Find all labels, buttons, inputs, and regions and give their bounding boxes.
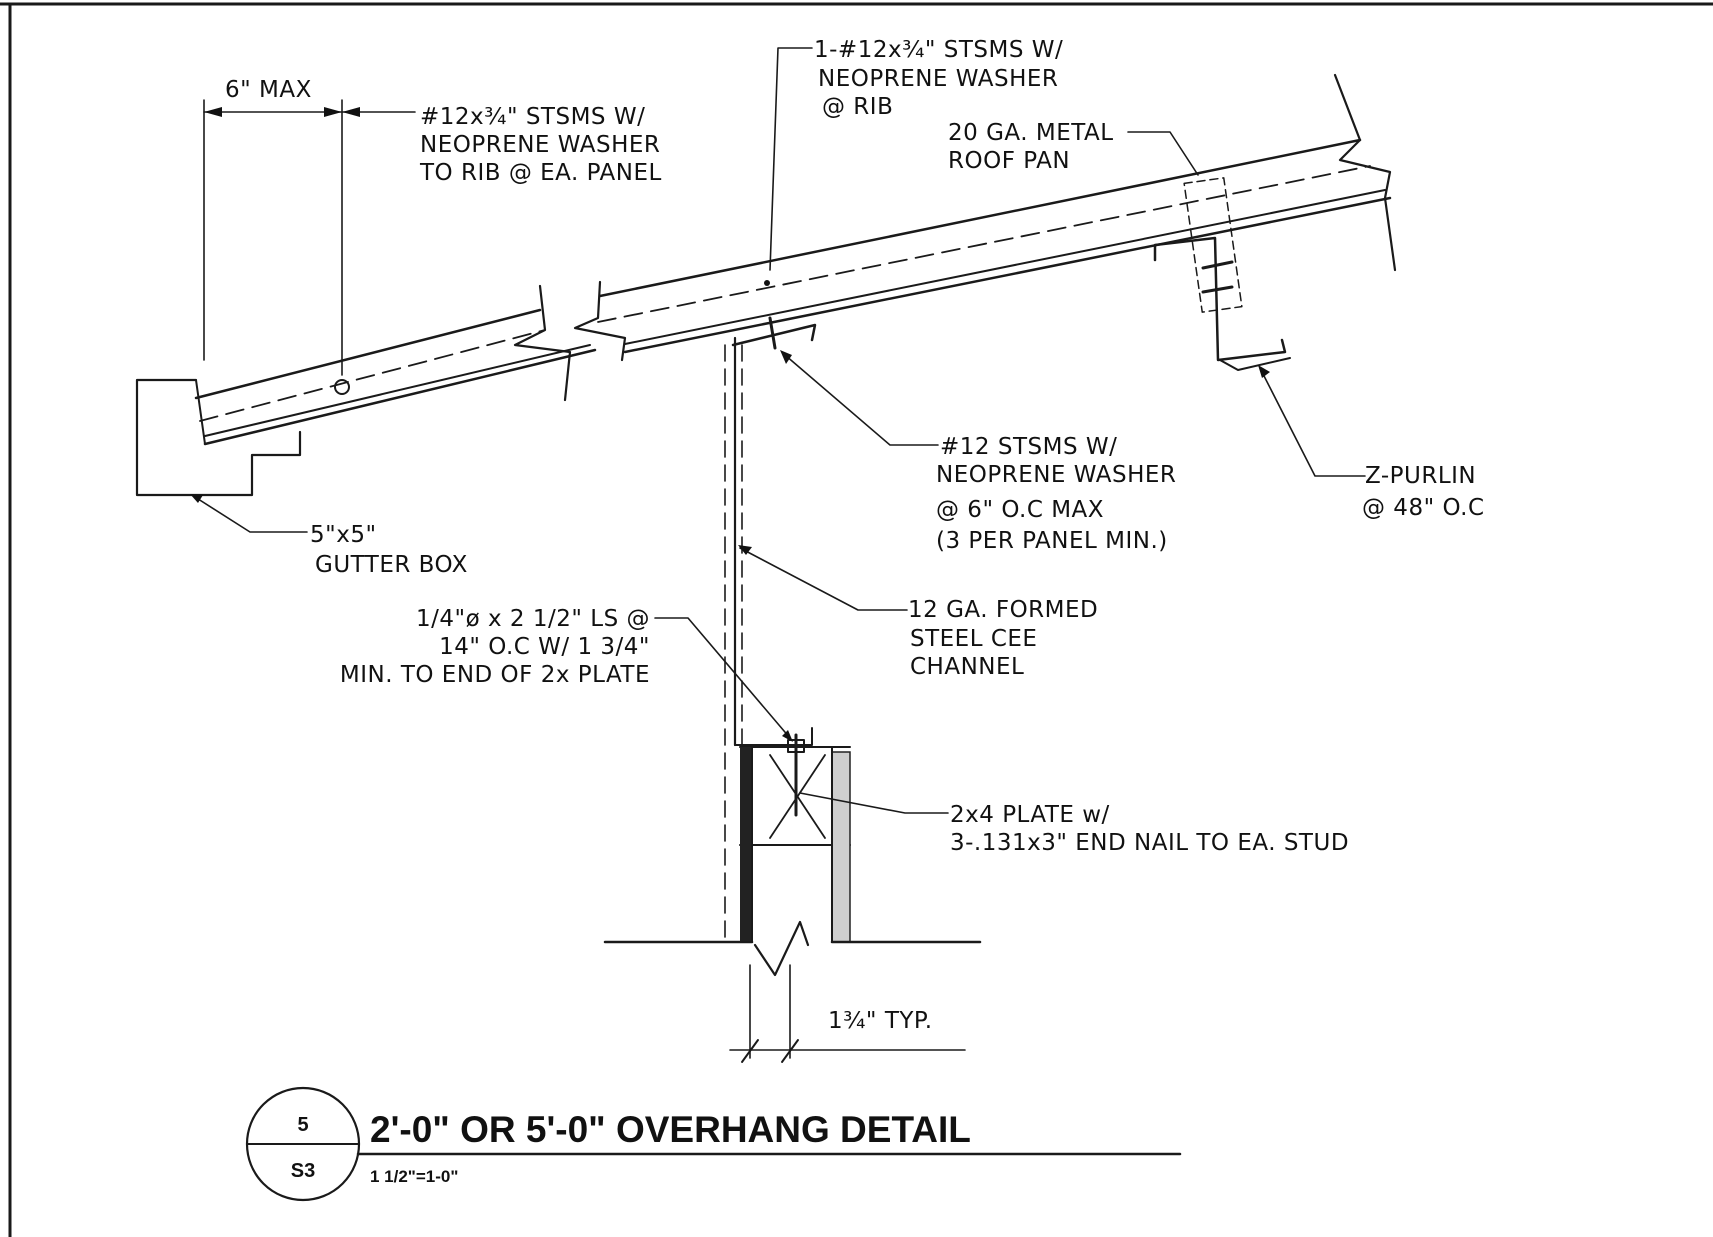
leader-z-purlin-arrow — [1258, 365, 1270, 378]
note-roof-pan-line-1: 20 GA. METAL — [948, 120, 1114, 146]
wall-sheathing-exterior — [740, 747, 752, 942]
note-stsms-rib-line-2: NEOPRENE WASHER — [818, 66, 1058, 92]
leader-stsms-cee-arrow — [780, 350, 792, 364]
detail-sheet-ref: S3 — [291, 1160, 315, 1182]
dim-arrow-left — [204, 107, 222, 117]
note-stsms-cee-line-1: #12 STSMS W/ — [940, 434, 1117, 460]
note-stsms-rib-line-1: 1-#12x¾" STSMS W/ — [814, 37, 1063, 63]
z-purlin-lower-flange — [1219, 357, 1291, 371]
leaders — [190, 47, 1366, 814]
roof-panel-top-edge-left — [194, 308, 542, 400]
note-lag-screw-line-1: 1/4"ø x 2 1/2" LS @ — [416, 606, 650, 632]
leader-plate — [799, 792, 949, 814]
leader-cee-channel-arrow — [738, 545, 752, 555]
gutter-box-outline — [135, 378, 302, 497]
roof-break-symbol-left — [513, 284, 572, 402]
note-dim-typ: 1¾" TYP. — [828, 1008, 933, 1034]
note-stsms-cee-line-4: (3 PER PANEL MIN.) — [936, 528, 1168, 554]
note-stsms-cee-line-2: NEOPRENE WASHER — [936, 462, 1176, 488]
note-lag-screw-line-2: 14" O.C W/ 1 3/4" — [439, 634, 650, 660]
roof-panel-top-edge-right — [598, 138, 1362, 298]
note-gutter-line-1: 5"x5" — [310, 522, 377, 548]
dim-tick-left — [741, 1039, 759, 1063]
cee-channel — [724, 316, 817, 941]
z-purlin-clip-hidden — [1183, 177, 1243, 313]
detail-number: 5 — [297, 1114, 308, 1136]
note-cee-channel-line-3: CHANNEL — [910, 654, 1024, 680]
z-purlin — [1153, 177, 1291, 371]
z-purlin-bolt-b — [1201, 285, 1234, 294]
rib-screw-point — [764, 280, 770, 286]
detail-title: 2'-0" OR 5'-0" OVERHANG DETAIL — [370, 1109, 971, 1150]
wall-assembly — [603, 733, 982, 977]
leader-stsms-rib — [769, 47, 813, 271]
note-6-max: 6" MAX — [225, 77, 312, 103]
roof-panel-inner-edge-right — [624, 189, 1386, 345]
gutter-front-edge — [195, 379, 206, 445]
note-plate-line-2: 3-.131x3" END NAIL TO EA. STUD — [950, 830, 1349, 856]
detail-title-block: 5 S3 2'-0" OR 5'-0" OVERHANG DETAIL 1 1/… — [245, 1086, 1182, 1202]
gutter-box — [135, 378, 302, 497]
note-stsms-cee-line-3: @ 6" O.C MAX — [936, 497, 1104, 523]
note-stsms-rib-line-3: @ RIB — [822, 94, 893, 120]
leader-cee-channel — [739, 547, 908, 611]
note-stsms-panel-line-1: #12x¾" STSMS W/ — [420, 104, 645, 130]
note-cee-channel-line-2: STEEL CEE — [910, 626, 1037, 652]
leader-roof-pan — [1127, 131, 1199, 176]
roof-break-symbol-end — [1333, 73, 1397, 272]
cee-flange-screw — [768, 316, 777, 350]
roof-panel — [194, 73, 1397, 446]
leader-z-purlin — [1261, 371, 1366, 477]
dim-arrow-leader — [342, 107, 360, 117]
roof-panel-inner-edge-left — [204, 344, 591, 437]
note-z-purlin-line-1: Z-PURLIN — [1365, 463, 1476, 489]
dimensions — [203, 99, 966, 1063]
leader-gutter-arrow — [190, 494, 203, 503]
note-z-purlin-line-2: @ 48" O.C — [1362, 495, 1485, 521]
wall-break-symbol — [753, 920, 810, 977]
note-plate-line-1: 2x4 PLATE w/ — [950, 802, 1110, 828]
leader-gutter — [194, 496, 308, 533]
wall-drywall-interior — [831, 751, 851, 943]
z-purlin-bolt-a — [1201, 260, 1234, 270]
roof-panel-bottom-edge-right — [623, 196, 1392, 354]
cee-channel-bottom-flange — [734, 727, 813, 746]
note-cee-channel-line-1: 12 GA. FORMED — [908, 597, 1098, 623]
z-purlin-profile — [1153, 236, 1287, 362]
panel-screw-hole — [334, 379, 350, 395]
note-gutter-line-2: GUTTER BOX — [315, 552, 468, 578]
note-lag-screw-line-3: MIN. TO END OF 2x PLATE — [340, 662, 650, 688]
dim-tick-right — [781, 1039, 799, 1063]
note-stsms-panel-line-2: NEOPRENE WASHER — [420, 132, 660, 158]
roof-break-symbol-right — [573, 280, 627, 362]
detail-scale: 1 1/2"=1-0" — [370, 1167, 458, 1186]
roof-panel-bottom-edge-left — [203, 348, 597, 446]
roof-panel-centerline-right — [597, 165, 1371, 323]
cee-channel-top-flange — [731, 323, 817, 347]
roof-panel-centerline-left — [199, 329, 546, 422]
note-stsms-panel-line-3: TO RIB @ EA. PANEL — [419, 160, 662, 186]
leader-stsms-cee — [784, 354, 939, 446]
dim-arrow-right — [324, 107, 342, 117]
leader-lag-screw — [654, 617, 791, 739]
notes: 6" MAX #12x¾" STSMS W/ NEOPRENE WASHER T… — [225, 37, 1485, 1034]
leader-lag-screw-arrow — [782, 730, 793, 742]
note-roof-pan-line-2: ROOF PAN — [948, 148, 1070, 174]
lag-screw-head — [787, 739, 805, 753]
